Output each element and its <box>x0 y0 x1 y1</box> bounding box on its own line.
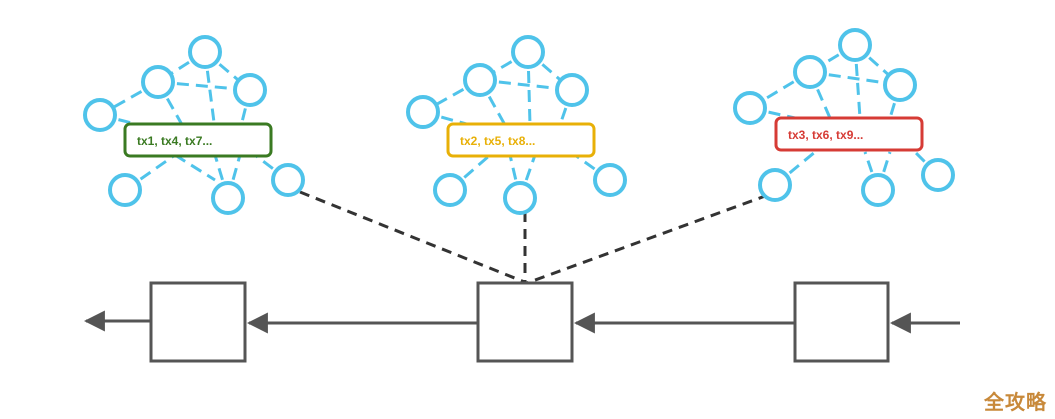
node <box>406 95 440 129</box>
main-chain <box>83 281 960 363</box>
node <box>861 173 895 207</box>
shard-network-2: tx2, tx5, tx8... <box>406 35 627 215</box>
node <box>555 73 589 107</box>
shard-network-3: tx3, tx6, tx9... <box>733 28 955 207</box>
node <box>921 158 955 192</box>
node <box>593 163 627 197</box>
shard-connectors <box>299 190 769 285</box>
node <box>83 98 117 132</box>
node <box>108 173 142 207</box>
node <box>758 168 792 202</box>
shard-label-box-1 <box>123 122 273 158</box>
node <box>463 63 497 97</box>
shard-label-1: tx1, tx4, tx7... <box>137 134 212 148</box>
node <box>211 181 245 215</box>
node <box>511 35 545 69</box>
network-nodes <box>83 35 305 215</box>
node <box>733 91 767 125</box>
block-right <box>793 281 890 363</box>
shard-label-3: tx3, tx6, tx9... <box>788 128 863 142</box>
network-nodes <box>733 28 955 207</box>
block-left <box>149 281 247 363</box>
connector-shard-1 <box>299 190 528 285</box>
shard-label-2: tx2, tx5, tx8... <box>460 134 535 148</box>
node <box>271 163 305 197</box>
node <box>188 35 222 69</box>
node <box>233 73 267 107</box>
node <box>503 181 537 215</box>
watermark-logo: 全攻略 <box>984 390 1047 414</box>
connector-shard-3 <box>526 193 769 285</box>
node <box>883 68 917 102</box>
node <box>838 28 872 62</box>
shard-network-1: tx1, tx4, tx7... <box>83 35 305 215</box>
node <box>141 65 175 99</box>
node <box>433 173 467 207</box>
shard-label-box-3 <box>774 116 924 152</box>
node <box>793 55 827 89</box>
shard-label-box-2 <box>446 122 596 158</box>
network-nodes <box>406 35 627 215</box>
block-middle <box>476 281 574 363</box>
